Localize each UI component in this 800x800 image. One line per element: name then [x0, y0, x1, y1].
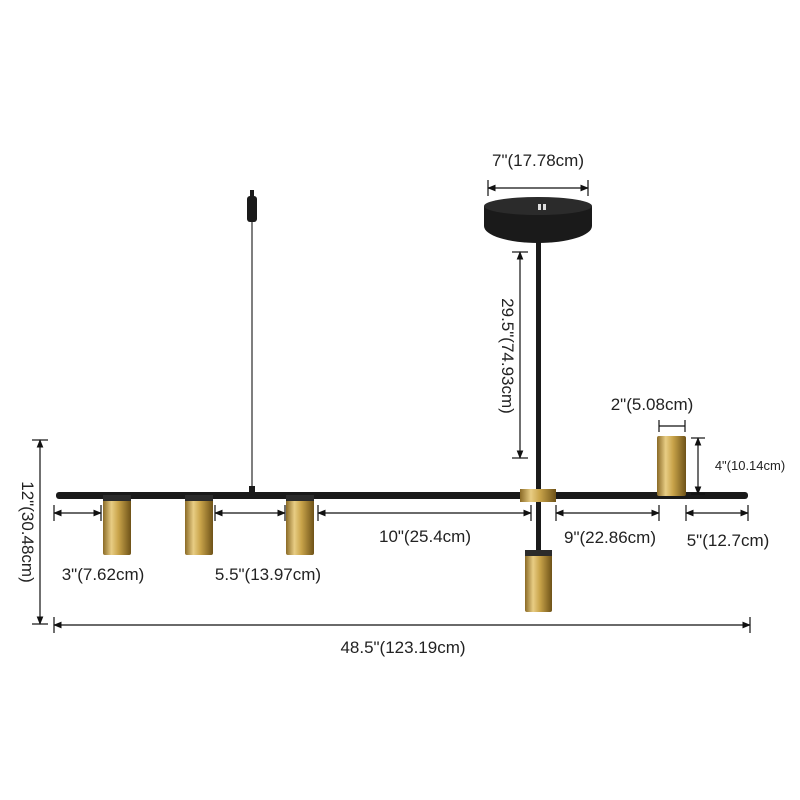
center-connector — [520, 489, 556, 502]
shade-3 — [286, 495, 314, 555]
dimension-lines — [32, 180, 751, 633]
shade-2 — [185, 495, 213, 555]
canopy-width-label: 7"(17.78cm) — [492, 151, 584, 170]
shade-center-down — [525, 550, 552, 612]
shade-right-up — [657, 436, 686, 496]
down-rod — [536, 236, 541, 494]
rod-length-label: 29.5"(74.93cm) — [498, 298, 517, 414]
right-gap-label: 9"(22.86cm) — [564, 528, 656, 547]
total-length-label: 48.5"(123.19cm) — [340, 638, 465, 657]
lower-stem — [536, 502, 541, 552]
shade-1 — [103, 495, 131, 555]
ceiling-canopy — [484, 197, 592, 243]
shade-height-label: 4"(10.14cm) — [715, 458, 785, 473]
shade-diameter-label: 2"(5.08cm) — [611, 395, 694, 414]
suspension-cable — [247, 190, 257, 494]
end-offset-label: 3"(7.62cm) — [62, 565, 145, 584]
center-gap-label: 10"(25.4cm) — [379, 527, 471, 546]
total-height-label: 12"(30.48cm) — [18, 481, 37, 582]
right-end-label: 5"(12.7cm) — [687, 531, 770, 550]
shade-spacing-label: 5.5"(13.97cm) — [215, 565, 321, 584]
horizontal-bar — [56, 492, 748, 499]
